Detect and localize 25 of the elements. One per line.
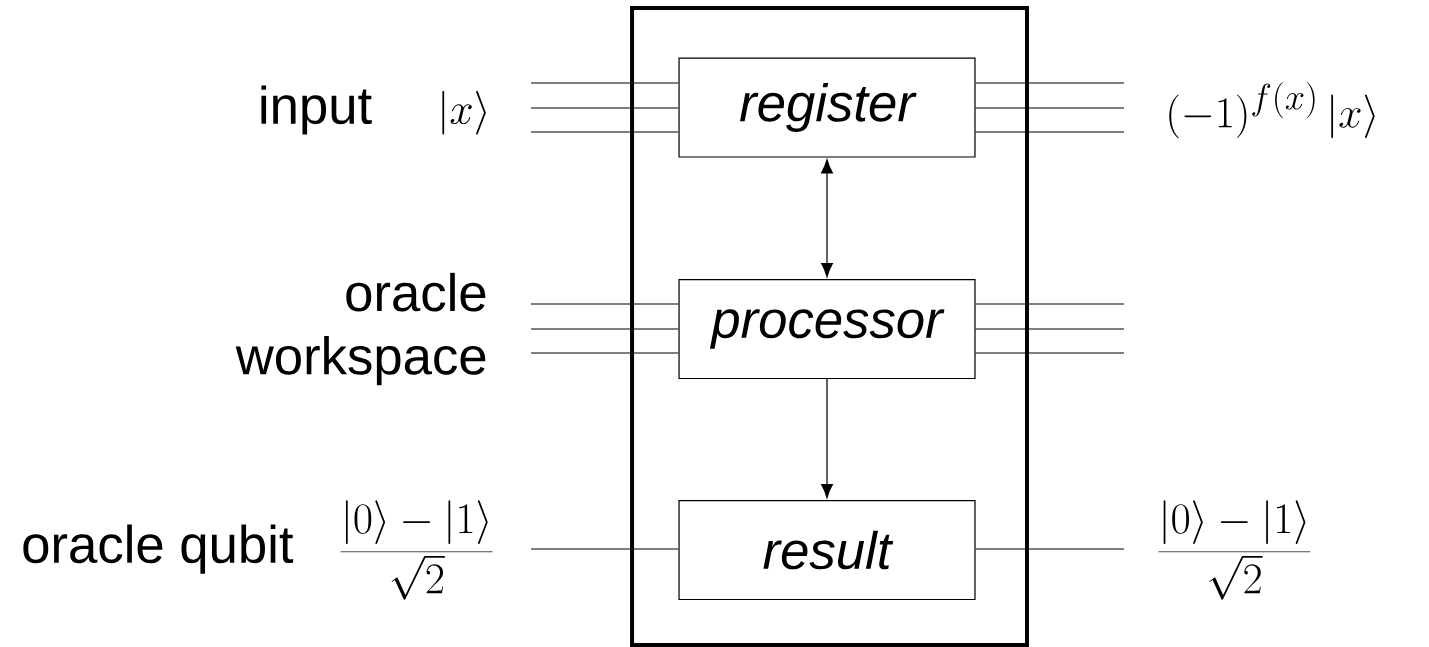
state-label: oracle qubit $\frac{\left|0\right\rangle-\left|1\right\rangle}{\sqrt{2}}$ [23,500,493,600]
wire [974,548,1125,550]
wire [530,328,680,330]
wire [530,82,680,84]
arrow [821,159,833,278]
process-box: register [678,57,976,158]
wire [530,131,680,133]
wire [974,107,1125,109]
wire [530,548,680,550]
state-label: $\frac{\left|0\right\rangle-\left|1\right\rangle}{\sqrt{2}}$ [1158,500,1311,600]
state-label: $(-1)^{f(x)}\left|x\right\rangle$ [1169,81,1375,139]
wire [530,352,680,354]
state-label: oracle workspace [235,272,486,386]
process-box: processor [678,278,976,380]
wire [530,107,680,109]
outer-frame [630,6,1029,647]
wire [974,82,1125,84]
wire [974,131,1125,133]
wire [530,303,680,305]
process-box: result [678,499,976,601]
wire [974,303,1125,305]
wire [974,352,1125,354]
wire [974,328,1125,330]
state-label: input $\left|x\right\rangle$ [261,85,486,135]
arrow [821,378,833,499]
